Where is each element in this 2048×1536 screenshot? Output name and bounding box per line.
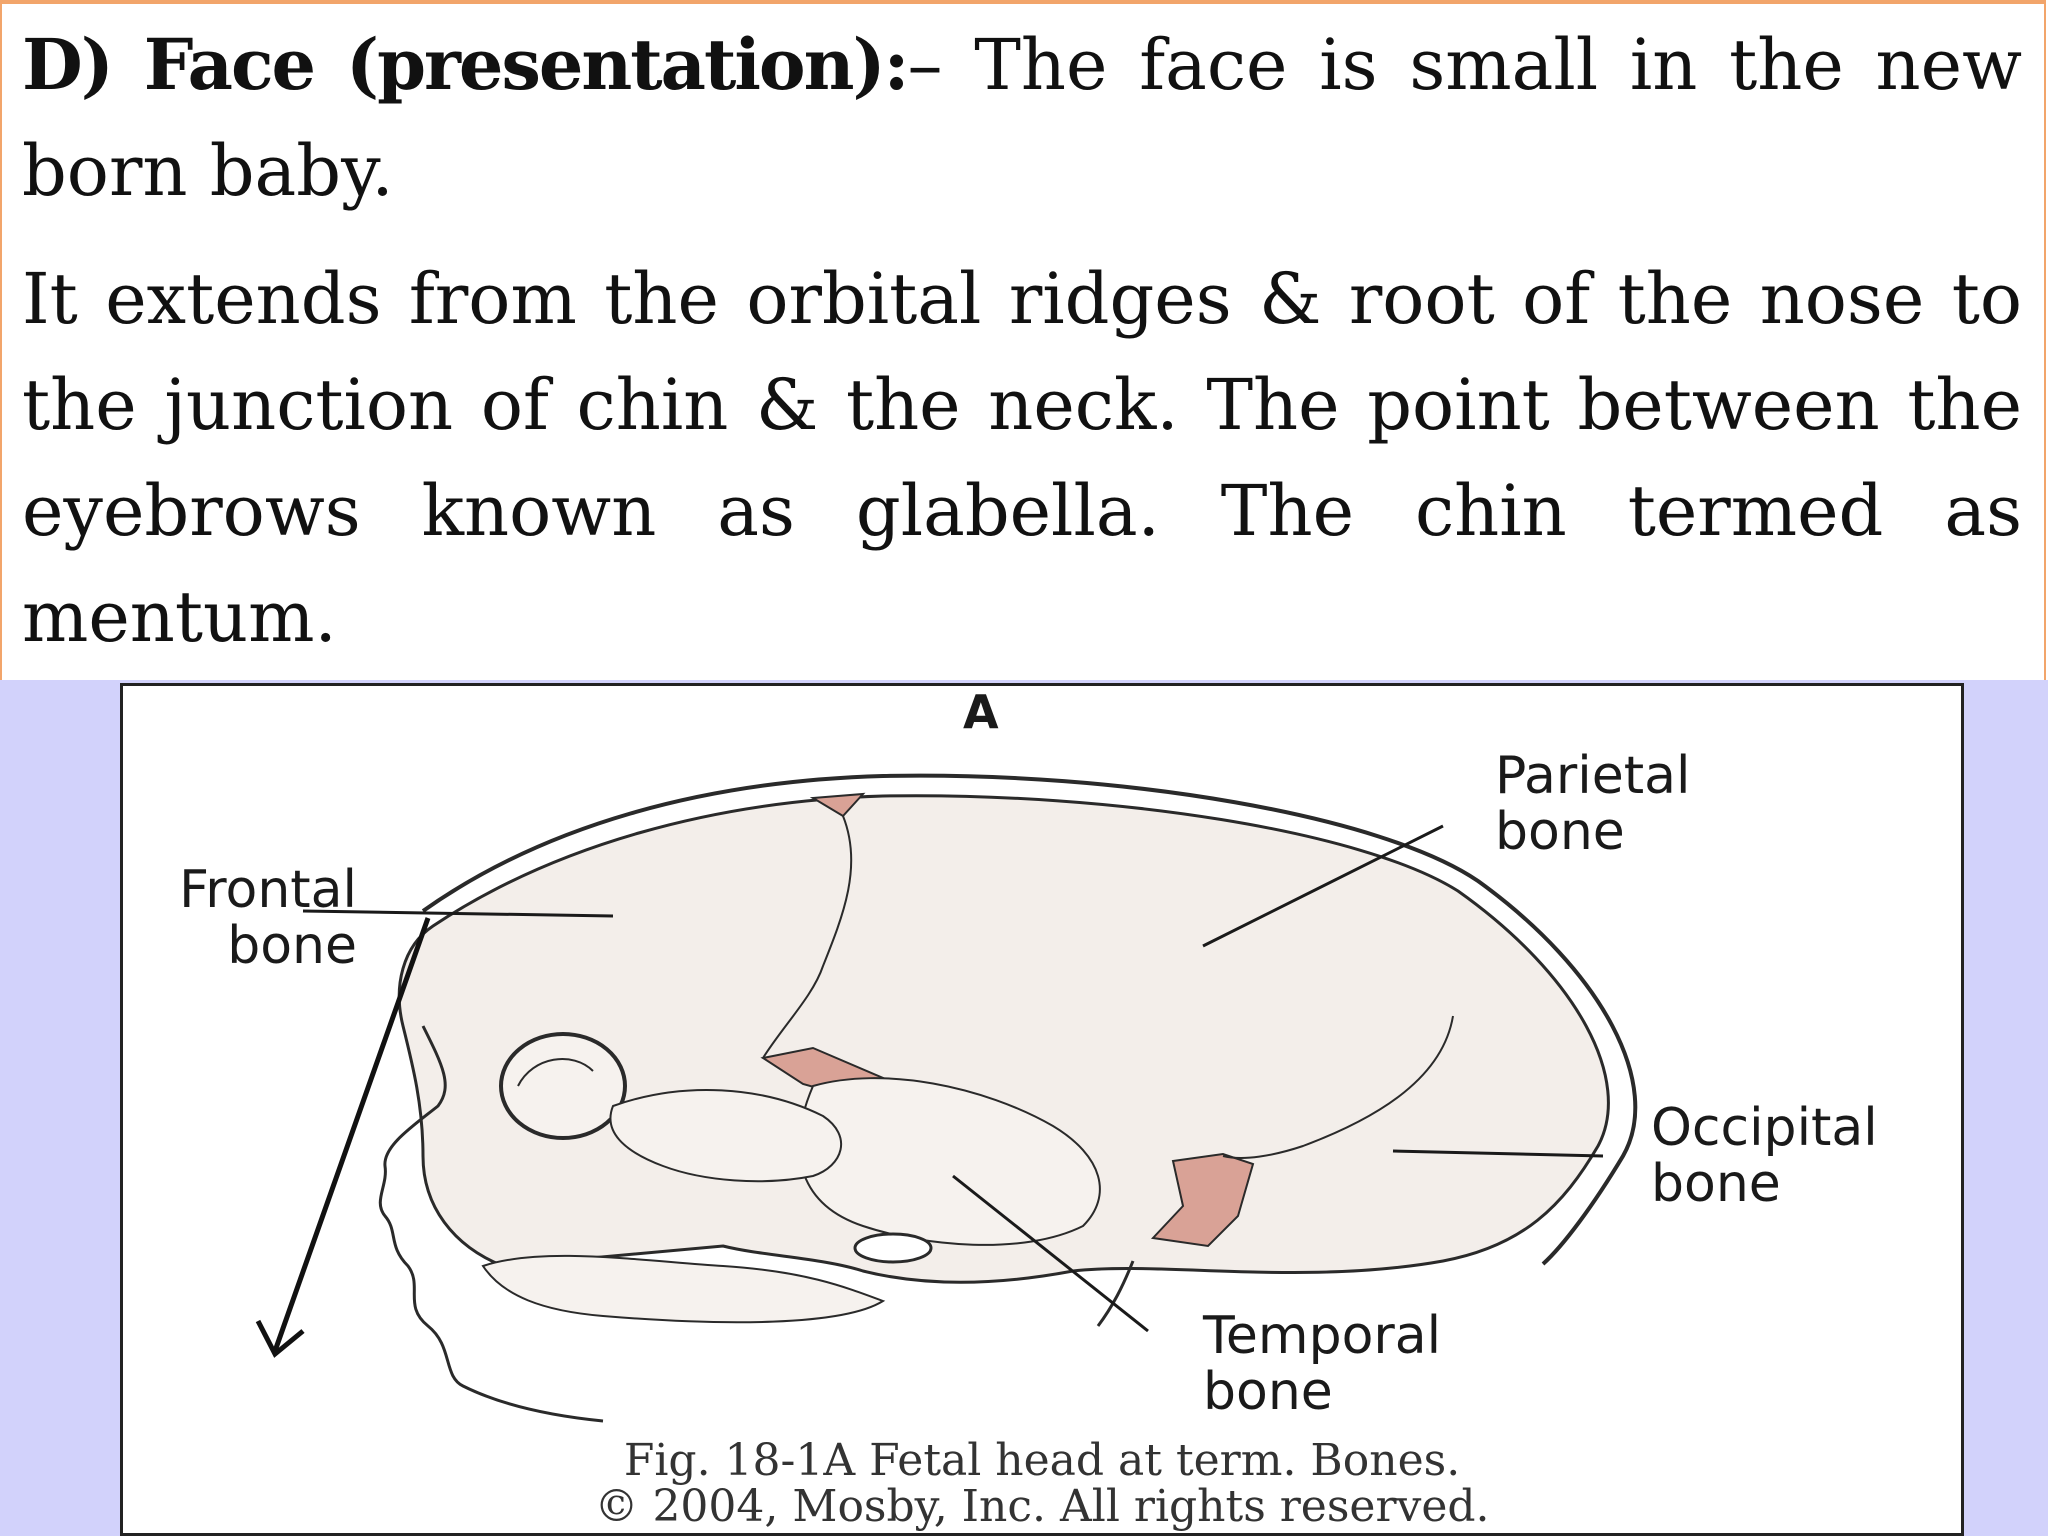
occipital-bone-label: Occipital bone <box>1651 1098 1878 1214</box>
coronal-suture <box>762 815 853 1059</box>
fetal-skull-figure: A Parietal bone Frontal bone Occipital b… <box>120 683 1964 1536</box>
orbit-inner <box>517 1058 594 1087</box>
neck-line <box>1096 1260 1135 1327</box>
section-heading: D) Face (presentation): <box>22 23 909 106</box>
face-profile <box>378 1025 604 1423</box>
temporal-squama <box>798 1077 1101 1246</box>
frontal-bone-label: Frontal bone <box>179 860 357 976</box>
figure-caption-title: Fig. 18-1A Fetal head at term. Bones. <box>623 1435 1461 1486</box>
frontal-leader <box>302 909 614 918</box>
mastoid-fontanelle <box>1150 1152 1255 1248</box>
skull-outer-outline <box>421 773 1638 1266</box>
body-paragraph: It extends from the orbital ridges & roo… <box>22 258 2022 658</box>
occipital-leader <box>1392 1149 1604 1158</box>
parietal-bone-label: Parietal bone <box>1495 746 1691 862</box>
orbit <box>499 1032 627 1140</box>
face-arrow-head <box>255 1319 305 1358</box>
mandible <box>481 1254 886 1324</box>
text-panel: D) Face (presentation):– The face is sma… <box>0 0 2046 680</box>
fetal-skull-illustration <box>255 773 1638 1423</box>
face-arrow-shaft <box>272 917 431 1352</box>
parietal-leader <box>1202 824 1444 948</box>
lambdoid-suture <box>1222 1015 1454 1159</box>
zygomatic-arch <box>609 1089 843 1183</box>
ear-opening <box>853 1232 933 1264</box>
temporal-leader <box>952 1174 1149 1333</box>
heading-paragraph: D) Face (presentation):– The face is sma… <box>22 12 2022 224</box>
anterior-fontanelle <box>809 792 866 818</box>
temporal-bone-label: Temporal bone <box>1203 1306 1442 1422</box>
figure-caption-copyright: © 2004, Mosby, Inc. All rights reserved. <box>594 1481 1490 1532</box>
heading-description: – The face is small in the new born baby… <box>22 24 2022 212</box>
panel-letter: A <box>963 685 999 739</box>
